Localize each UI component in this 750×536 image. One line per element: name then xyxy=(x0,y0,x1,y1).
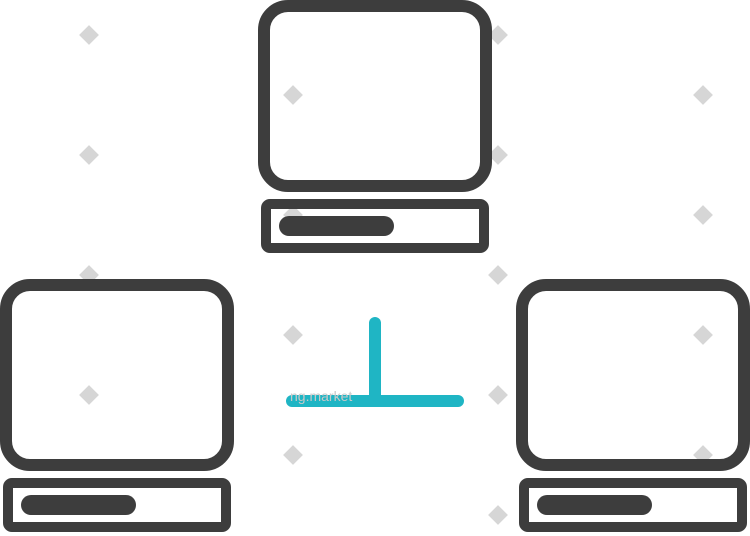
watermark-text-layer: ng.market xyxy=(290,388,352,404)
diamond-watermark-icon xyxy=(488,25,508,45)
diamond-watermark-icon xyxy=(488,385,508,405)
network-connector-icon xyxy=(286,317,464,407)
computer-top xyxy=(258,0,492,253)
diamond-watermark-icon xyxy=(488,265,508,285)
watermark-text: ng.market xyxy=(290,388,352,404)
monitor-left xyxy=(0,279,234,471)
computer-left xyxy=(0,279,234,532)
base-left xyxy=(3,478,231,532)
monitor-top xyxy=(258,0,492,192)
diamond-watermark-icon xyxy=(79,385,99,405)
diamond-watermark-icon xyxy=(283,85,303,105)
drive-slot-top xyxy=(279,216,394,236)
diamond-watermark-icon xyxy=(79,145,99,165)
drive-slot-left xyxy=(21,495,136,515)
diamond-watermark-icon xyxy=(488,145,508,165)
diamond-watermark-icon xyxy=(693,325,713,345)
monitor-right xyxy=(516,279,750,471)
computer-right xyxy=(516,279,750,532)
diamond-watermark-icon xyxy=(488,505,508,525)
diamond-watermark-icon xyxy=(79,25,99,45)
diamond-watermark-icon xyxy=(283,325,303,345)
diamond-watermark-icon xyxy=(283,445,303,465)
base-right xyxy=(519,478,747,532)
drive-slot-right xyxy=(537,495,652,515)
base-top xyxy=(261,199,489,253)
